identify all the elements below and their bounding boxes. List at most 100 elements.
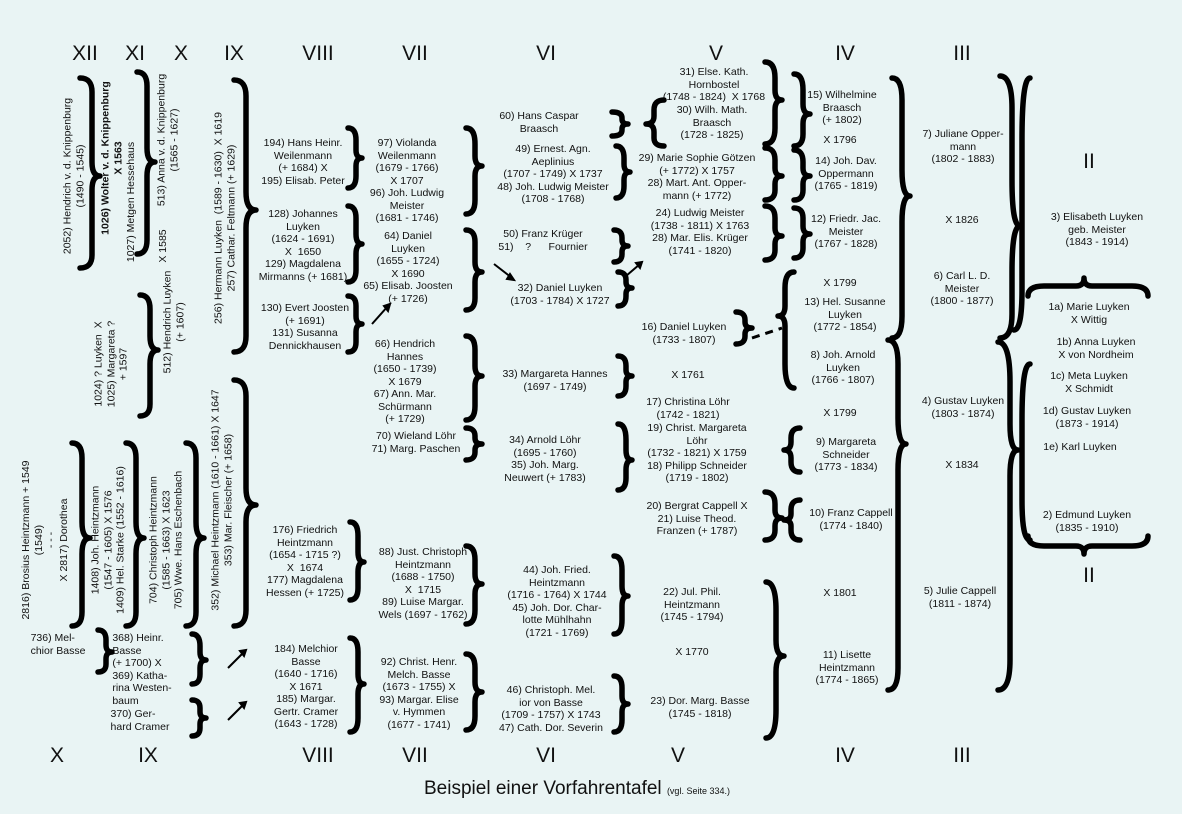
- brace-III-upper: [997, 73, 1023, 341]
- entry-130: 130) Evert Joosten (+ 1691) 131) Susanna…: [260, 302, 350, 352]
- marriage-1799a: X 1799: [823, 277, 857, 289]
- brace-256: [231, 77, 259, 355]
- brace-9: [781, 497, 803, 543]
- entry-9: 9) Margareta Schneider (1773 - 1834): [814, 436, 878, 473]
- header-bottom-viii: VIII: [302, 744, 334, 767]
- brace-92: [463, 651, 485, 733]
- brace-194: [345, 125, 365, 191]
- caption-title: Beispiel einer Vorfahrentafel: [424, 778, 662, 799]
- entry-46: 46) Christoph. Mel. ior von Basse (1709 …: [499, 684, 603, 734]
- entry-17: 17) Christina Löhr (1742 - 1821): [646, 396, 730, 421]
- entry-6: 6) Carl L. D. Meister (1800 - 1877): [930, 270, 994, 307]
- entry-32: 32) Daniel Luyken (1703 - 1784) X 1727: [510, 282, 610, 307]
- entry-128: 128) Johannes Luyken (1624 - 1691) X 165…: [258, 208, 348, 283]
- brace-II-bottom: [1019, 361, 1033, 543]
- entry-70: 70) Wieland Löhr 71) Marg. Paschen: [371, 430, 461, 455]
- marriage-1826: X 1826: [945, 214, 979, 226]
- brace-184: [347, 635, 367, 735]
- entry-368: 368) Heinr. Basse (+ 1700) X 369) Katha-…: [112, 632, 172, 707]
- entry-370: 370) Ger- hard Cramer: [110, 708, 170, 733]
- entry-31: 31) Else. Kath. Hornbostel (1748 - 1824)…: [662, 66, 766, 103]
- brace-368: [189, 631, 209, 687]
- entry-7: 7) Juliane Opper- mann (1802 - 1883): [922, 128, 1004, 165]
- brace-12: [791, 205, 813, 261]
- header-bottom-iv: IV: [835, 744, 855, 767]
- header-top-v: V: [708, 42, 724, 65]
- brace-31-30: [762, 59, 785, 147]
- entry-1c: 1c) Meta Luyken X Schmidt: [1050, 370, 1128, 395]
- header-top-xii: XII: [72, 42, 98, 65]
- brace-II-ancestors-bottom: [885, 337, 909, 693]
- entry-176: 176) Friedrich Heintzmann (1654 - 1715 ?…: [266, 524, 344, 599]
- header-bottom-vi: VI: [536, 744, 556, 767]
- marriage-1799b: X 1799: [823, 407, 857, 419]
- brace-512: [137, 292, 161, 419]
- header-top-viii: VIII: [302, 42, 334, 65]
- header-bottom-x: X: [49, 744, 65, 767]
- brace-34: [615, 421, 635, 493]
- entry-97: 97) Violanda Weilenmann (1679 - 1766) X …: [369, 137, 445, 224]
- brace-352: [231, 377, 259, 629]
- entry-8: 8) Joh. Arnold Luyken (1766 - 1807): [810, 349, 876, 386]
- entry-3: 3) Elisabeth Luyken geb. Meister (1843 -…: [1050, 211, 1144, 248]
- brace-1026: [134, 69, 158, 257]
- entry-20: 20) Bergrat Cappell X 21) Luise Theod. F…: [646, 500, 748, 537]
- header-top-vi: VI: [536, 42, 556, 65]
- entry-19: 19) Christ. Margareta Löhr (1732 - 1821)…: [647, 422, 747, 484]
- entry-23: 23) Dor. Marg. Basse (1745 - 1818): [650, 695, 750, 720]
- brace-370: [189, 697, 209, 739]
- brace-130: [345, 293, 365, 355]
- brace-60: [609, 109, 631, 139]
- entry-64: 64) Daniel Luyken (1655 - 1724) X 1690 6…: [363, 230, 453, 305]
- entry-34: 34) Arnold Löhr (1695 - 1760) 35) Joh. M…: [504, 434, 586, 484]
- brace-736: [95, 627, 115, 675]
- entry-1d: 1d) Gustav Luyken (1873 - 1914): [1042, 405, 1132, 430]
- brace-2816: [69, 440, 93, 629]
- entry-11: 11) Lisette Heintzmann (1774 - 1865): [815, 649, 879, 686]
- marriage-1761: X 1761: [671, 369, 705, 381]
- dash-connector: [751, 326, 783, 340]
- brace-III-lower: [995, 339, 1021, 693]
- arrow-5: [227, 703, 245, 721]
- entry-4: 4) Gustav Luyken (1803 - 1874): [921, 395, 1005, 420]
- marriage-1801: X 1801: [823, 587, 857, 599]
- chart-caption: Beispiel einer Vorfahrentafel (vgl. Seit…: [424, 778, 730, 800]
- header-top-ix: IX: [224, 42, 244, 65]
- entry-24: 24) Ludwig Meister (1738 - 1811) X 1763 …: [650, 207, 750, 257]
- brace-horizontal-bottom: [1025, 533, 1151, 557]
- header-bottom-v: V: [670, 744, 686, 767]
- entry-1e: 1e) Karl Luyken: [1043, 441, 1117, 453]
- brace-1408: [123, 440, 147, 629]
- brace-14: [791, 147, 813, 203]
- header-top-xi: XI: [125, 42, 145, 65]
- entry-29: 29) Marie Sophie Götzen (+ 1772) X 1757 …: [638, 152, 756, 202]
- brace-19: [781, 425, 803, 475]
- entry-22: 22) Jul. Phil. Heintzmann (1745 - 1794): [660, 586, 724, 623]
- header-top-iii: III: [953, 42, 971, 65]
- entry-33: 33) Margareta Hannes (1697 - 1749): [502, 368, 608, 393]
- entry-49: 49) Ernest. Agn. Aeplinius (1707 - 1749)…: [497, 143, 609, 205]
- header-top-iv: IV: [835, 42, 855, 65]
- entry-736: 736) Mel- chior Basse: [30, 632, 86, 657]
- entry-194: 194) Hans Heinr. Weilenmann (+ 1684) X 1…: [261, 137, 345, 187]
- entry-44: 44) Joh. Fried. Heintzmann (1716 - 1764)…: [507, 564, 607, 639]
- brace-22: [763, 579, 787, 741]
- entry-60: 60) Hans Caspar Braasch: [499, 110, 579, 135]
- header-bottom-vii: VII: [402, 744, 428, 767]
- entry-10: 10) Franz Cappell (1774 - 1840): [809, 507, 893, 532]
- header-top-ii: II: [1083, 150, 1095, 173]
- brace-33: [615, 353, 635, 399]
- brace-32: [615, 269, 635, 309]
- entry-15: 15) Wilhelmine Braasch (+ 1802): [807, 89, 877, 126]
- brace-70: [463, 425, 485, 463]
- entry-50: 50) Franz Krüger 51) ? Fournier: [498, 228, 588, 253]
- entry-88: 88) Just. Christoph Heintzmann (1688 - 1…: [378, 546, 468, 621]
- brace-176: [347, 519, 367, 603]
- header-top-vii: VII: [402, 42, 428, 65]
- marriage-1796: X 1796: [823, 134, 857, 146]
- brace-2052: [77, 75, 103, 271]
- brace-30: [643, 97, 667, 149]
- brace-29: [762, 145, 785, 203]
